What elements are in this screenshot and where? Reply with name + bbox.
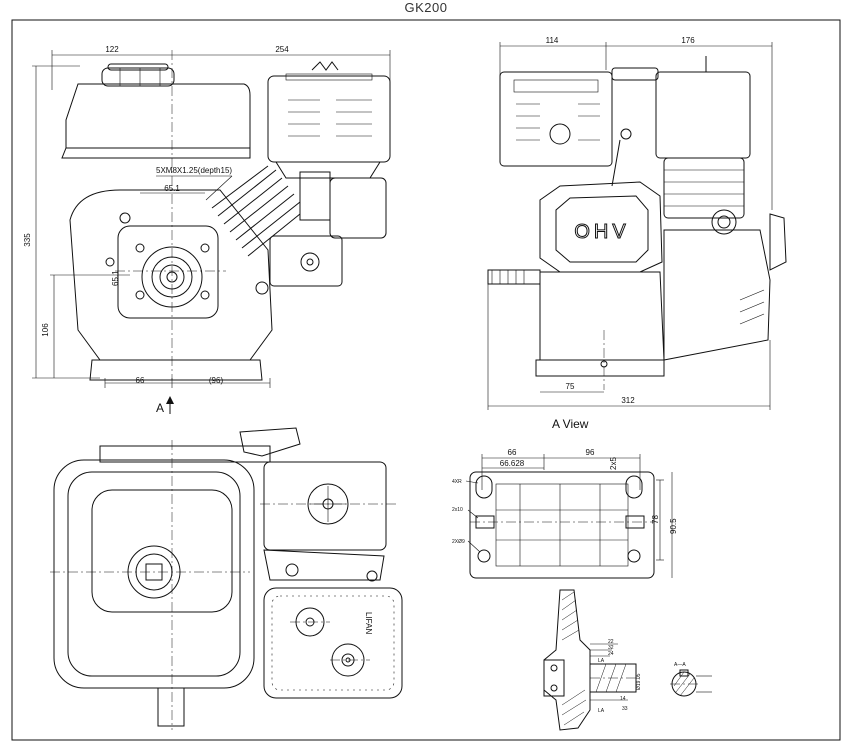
dim-front-bolt-sep: 65.1 [164,184,180,193]
section-dim-5: Ø19.05 [636,673,642,690]
thread-note: 5XM8X1.25(depth15) [156,166,232,175]
dim-base-hole4: 4XR [452,479,462,485]
dim-base-top-left: 66 [508,448,517,457]
dim-base-h1: 78 [651,515,660,524]
front-view: 122 254 335 106 [23,45,391,415]
section-dim-6: 33 [622,706,628,712]
shaft-section-view: 22 32 24 14 Ø19.05 33 LA LA A—A [543,589,712,731]
dim-base-top-right: 96 [586,448,595,457]
dim-side-width-right: 176 [681,36,695,45]
cylinder-fins [211,165,301,257]
section-dim-1: 22 [608,639,614,645]
dim-side-base-offset: 75 [566,382,575,391]
dim-front-height-shaft: 106 [41,323,50,337]
dim-front-base-left: 66 [136,376,145,385]
section-dim-8: LA [598,708,605,714]
view-arrow-label: A [156,401,164,415]
section-dim-3: 24 [608,651,614,657]
sheet-border [11,19,841,741]
base-plate-view: 66 96 66.628 2x5 4XR 2x10 2XØ9 [452,448,678,579]
dim-base-slot2: 2x10 [452,507,463,513]
dim-base-sub: 66.628 [500,459,525,468]
dim-base-h2: 90.5 [669,518,678,534]
section-dim-4: 14 [620,696,626,702]
section-dim-7: LA [598,658,605,664]
model-title: GK200 [404,0,448,15]
section-label: A—A [674,662,686,668]
side-view: 114 176 OHV [487,36,787,431]
top-view: LIFAN [50,427,403,730]
dim-front-base-right: (96) [209,376,224,385]
dim-front-width-left: 122 [105,45,119,54]
dim-side-width-total: 312 [621,396,635,405]
dim-base-slot: 2x5 [609,457,618,470]
dim-front-height-total: 335 [23,233,32,247]
dim-front-width-right: 254 [275,45,289,54]
ohv-cover-text: OHV [574,221,629,243]
top-plate-text: LIFAN [364,612,373,634]
section-dim-2: 32 [608,645,614,651]
dim-side-width-left: 114 [546,36,559,45]
dim-base-hole2: 2XØ9 [452,539,465,545]
side-view-label: A View [552,417,589,431]
dim-front-bolt-v: 65.1 [111,270,120,286]
